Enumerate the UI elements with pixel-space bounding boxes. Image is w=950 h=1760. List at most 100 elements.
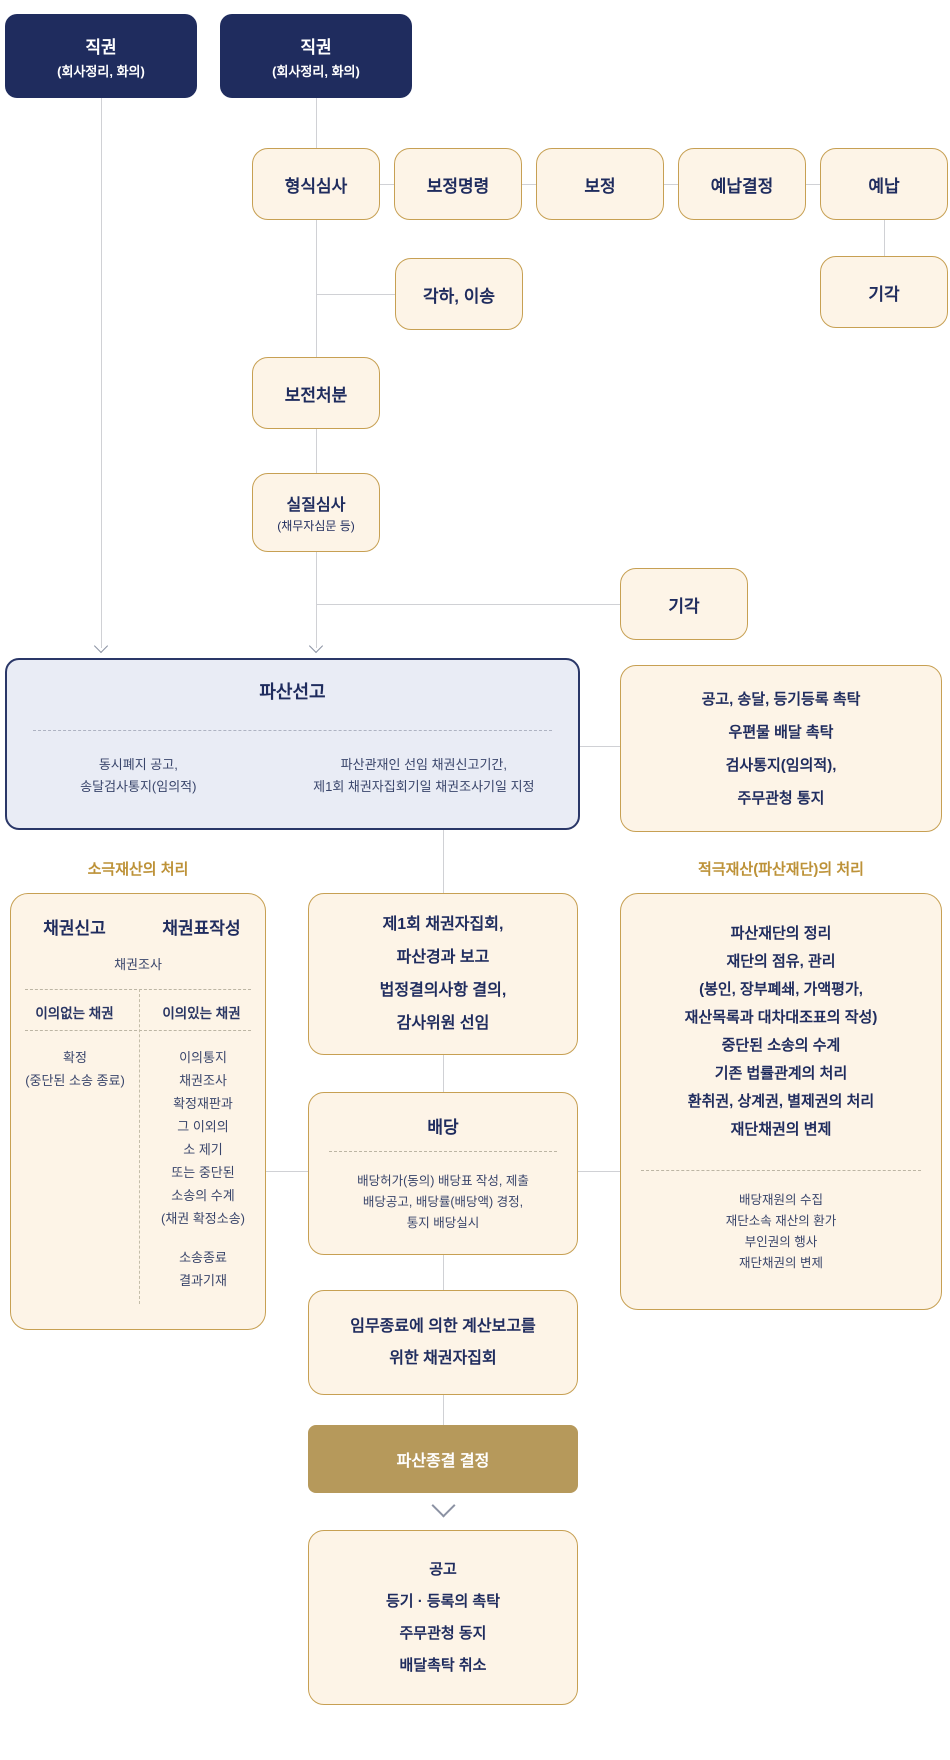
node-lines: 공고, 송달, 등기등록 촉탁 우편물 배달 촉탁 검사통지(임의적), 주무관… <box>702 683 861 815</box>
claims-column-titles: 이의없는 채권 이의있는 채권 <box>11 1002 265 1022</box>
node-line: 배당허가(동의) 배당표 작성, 제출 <box>357 1174 529 1188</box>
node-closure-decision: 파산종결 결정 <box>308 1425 578 1493</box>
connector-line <box>443 1395 444 1425</box>
node-label: 파산종결 결정 <box>396 1453 490 1470</box>
node-line: 공고 <box>429 1560 457 1578</box>
node-label: 각하, 이송 <box>422 286 495 306</box>
node-rejection-mid: 기각 <box>620 568 748 640</box>
connector-line <box>316 220 317 357</box>
connector-line <box>522 184 536 185</box>
connector-line <box>316 552 317 648</box>
col-line: (중단된 소송 종료) <box>25 1073 125 1088</box>
col-line: 채권조사 <box>179 1073 227 1088</box>
arrow-down-icon <box>93 638 109 654</box>
node-subtitle: (회사정리, 화의) <box>272 63 360 79</box>
node-deposit-decision: 예납결정 <box>678 148 806 220</box>
node-notices: 공고, 송달, 등기등록 촉탁 우편물 배달 촉탁 검사통지(임의적), 주무관… <box>620 665 942 832</box>
connector-line <box>316 98 317 148</box>
node-line: 파산경과 보고 <box>396 949 490 966</box>
connector-line <box>316 429 317 473</box>
node-lines: 배당허가(동의) 배당표 작성, 제출 배당공고, 배당률(배당액) 경정, 통… <box>309 1171 577 1234</box>
col-line: 소송종료 <box>179 1250 227 1265</box>
node-line: 주무관청 통지 <box>737 789 825 807</box>
node-dismissal-transfer: 각하, 이송 <box>395 258 523 330</box>
estate-sub-line: 재단채권의 변제 <box>739 1256 823 1270</box>
estate-sub-line: 배당재원의 수집 <box>739 1193 823 1207</box>
node-label: 실질심사 <box>286 497 346 514</box>
note-line: 송달검사통지(임의적) <box>80 779 197 794</box>
claims-subheader: 채권조사 <box>114 957 162 972</box>
col-line: 확정 <box>63 1050 87 1065</box>
estate-lines: 파산재단의 정리 재단의 점유, 관리 (봉인, 장부폐쇄, 가액평가, 재산목… <box>621 920 941 1144</box>
node-lines: 임무종료에 의한 계산보고를 위한 채권자집회 <box>350 1311 536 1375</box>
connector-line <box>101 98 102 648</box>
node-substantive-review: 실질심사 (채무자심문 등) <box>252 473 380 552</box>
divider <box>139 989 140 1304</box>
connector-line <box>316 604 620 605</box>
connector-line <box>380 184 394 185</box>
node-lines: 공고 등기 · 등록의 촉탁 주무관청 동지 배달촉탁 취소 <box>386 1554 500 1682</box>
estate-sub-line: 재단소속 재산의 환가 <box>725 1214 837 1228</box>
node-label: 기각 <box>668 596 700 616</box>
node-deposit: 예납 <box>820 148 948 220</box>
col-title-disputed: 이의있는 채권 <box>162 1006 241 1021</box>
node-label: 보정명령 <box>426 176 490 196</box>
col-undisputed-content: 확정 (중단된 소송 종료) <box>11 1046 139 1092</box>
node-formal-review: 형식심사 <box>252 148 380 220</box>
col-line: (채권 확정소송) <box>160 1211 246 1226</box>
connector-line <box>443 1255 444 1290</box>
section-header-passive-assets: 소극재산의 처리 <box>87 861 189 878</box>
note-line: 제1회 채권자집회기일 채권조사기일 지정 <box>313 779 535 794</box>
col-disputed-content: 이의통지 채권조사 확정재판과 그 이외의 소 제기 또는 중단된 소송의 수계… <box>139 1046 267 1292</box>
col-line: 확정재판과 <box>173 1096 233 1111</box>
connector-line <box>580 746 620 747</box>
node-line: 위한 채권자집회 <box>389 1349 497 1367</box>
node-line: 검사통지(임의적), <box>725 756 837 774</box>
note-line: 동시폐지 공고, <box>98 757 178 772</box>
claims-header-schedule: 채권표작성 <box>162 919 241 938</box>
panel-estate-processing: 파산재단의 정리 재단의 점유, 관리 (봉인, 장부폐쇄, 가액평가, 재산목… <box>620 893 942 1310</box>
node-line: 배당공고, 배당률(배당액) 경정, <box>362 1195 524 1209</box>
connector-line <box>884 220 885 256</box>
divider <box>329 1151 557 1152</box>
node-dividend: 배당 배당허가(동의) 배당표 작성, 제출 배당공고, 배당률(배당액) 경정… <box>308 1092 578 1255</box>
connector-line <box>316 294 395 295</box>
connector-line <box>806 184 820 185</box>
claims-header-filing: 채권신고 <box>43 919 106 938</box>
node-line: 우편물 배달 촉탁 <box>728 723 834 741</box>
node-title: 배당 <box>427 1118 459 1137</box>
node-closing-steps: 공고 등기 · 등록의 촉탁 주무관청 동지 배달촉탁 취소 <box>308 1530 578 1705</box>
panel-title: 파산선고 <box>259 682 326 702</box>
node-lines: 제1회 채권자집회, 파산경과 보고 법정결의사항 결의, 감사위원 선임 <box>380 908 507 1040</box>
node-line: 공고, 송달, 등기등록 촉탁 <box>701 690 861 708</box>
node-rejection-top: 기각 <box>820 256 948 328</box>
node-first-creditors-meeting: 제1회 채권자집회, 파산경과 보고 법정결의사항 결의, 감사위원 선임 <box>308 893 578 1055</box>
divider <box>25 989 251 990</box>
node-label: 예납 <box>868 176 900 196</box>
node-subtitle: (채무자심문 등) <box>277 519 355 533</box>
declaration-left-note: 동시폐지 공고, 송달검사통지(임의적) <box>7 754 270 798</box>
col-line: 소 제기 <box>183 1142 223 1157</box>
node-authority-left: 직권 (회사정리, 화의) <box>5 14 197 98</box>
connector-line <box>443 1055 444 1092</box>
node-correction: 보정 <box>536 148 664 220</box>
node-line: 임무종료에 의한 계산보고를 <box>350 1317 536 1335</box>
estate-line: 재산목록과 대차대조표의 작성) <box>684 1009 878 1026</box>
panel-notes: 동시폐지 공고, 송달검사통지(임의적) 파산관재인 선임 채권신고기간, 제1… <box>7 754 578 798</box>
node-label: 기각 <box>868 284 900 304</box>
node-line: 통지 배당실시 <box>406 1216 480 1230</box>
declaration-right-note: 파산관재인 선임 채권신고기간, 제1회 채권자집회기일 채권조사기일 지정 <box>270 754 578 798</box>
col-line: 그 이외의 <box>177 1119 229 1134</box>
node-title: 직권 <box>300 37 332 57</box>
estate-line: 기존 법률관계의 처리 <box>714 1065 848 1082</box>
estate-line: 중단된 소송의 수계 <box>721 1037 841 1054</box>
panel-bankruptcy-declaration: 파산선고 동시폐지 공고, 송달검사통지(임의적) 파산관재인 선임 채권신고기… <box>5 658 580 830</box>
node-line: 등기 · 등록의 촉탁 <box>385 1592 501 1610</box>
col-line: 이의통지 <box>179 1050 227 1065</box>
node-line: 배달촉탁 취소 <box>399 1656 487 1674</box>
arrow-down-icon <box>308 638 324 654</box>
node-preservation: 보전처분 <box>252 357 380 429</box>
estate-line: (봉인, 장부폐쇄, 가액평가, <box>699 981 863 998</box>
panel-claims-processing: 채권신고 채권표작성 채권조사 이의없는 채권 이의있는 채권 확정 (중단된 … <box>10 893 266 1330</box>
